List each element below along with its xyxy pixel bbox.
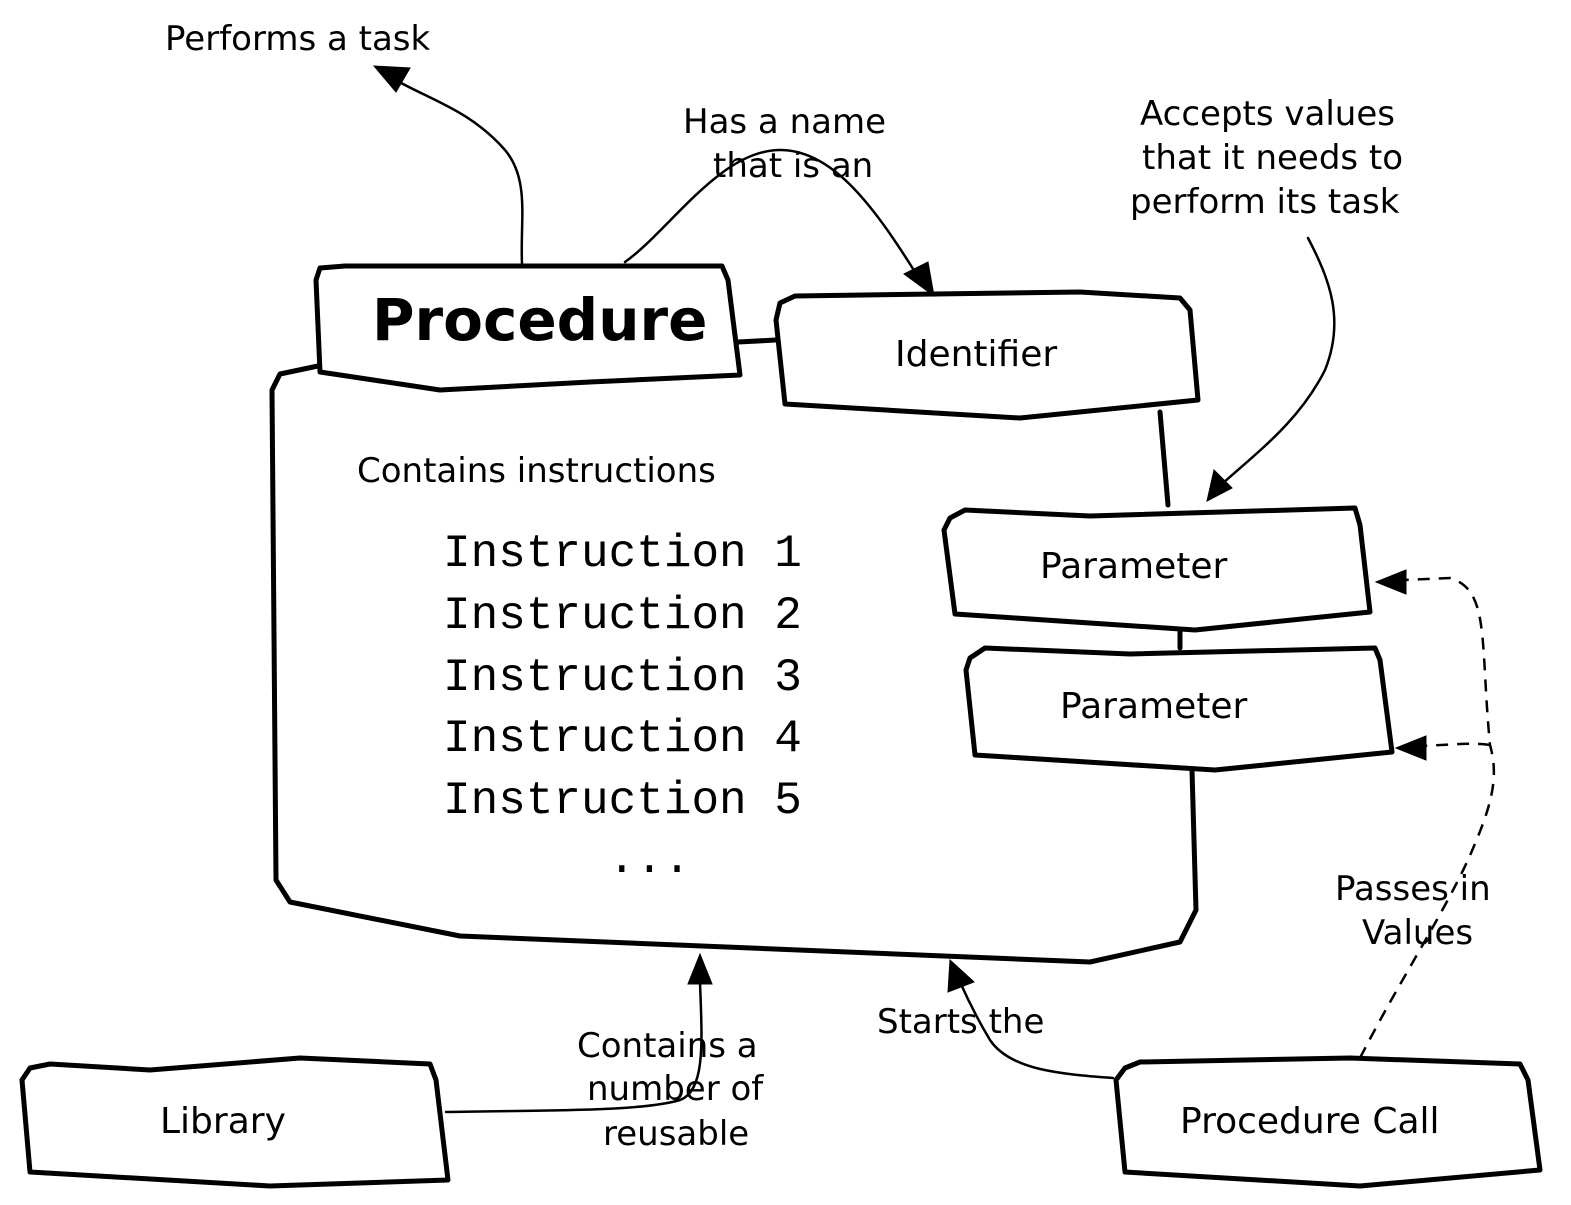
instruction-5: Instruction 5 bbox=[443, 775, 802, 827]
library-label: Library bbox=[160, 1101, 286, 1142]
passes-values-arrowhead-2 bbox=[1394, 735, 1427, 761]
parameter-2-label: Parameter bbox=[1060, 686, 1247, 727]
contains-reusable-arrowhead bbox=[687, 952, 713, 985]
accepts-values-label-3: perform its task bbox=[1130, 182, 1400, 222]
procedure-node: Procedure bbox=[313, 263, 743, 393]
accepts-values-arrow bbox=[1220, 236, 1336, 486]
passes-values-dashed-line bbox=[1358, 576, 1496, 1059]
parameter-node-2: Parameter bbox=[963, 645, 1395, 773]
contains-reusable-label-1: Contains a bbox=[577, 1026, 758, 1066]
contains-reusable-label-3: reusable bbox=[603, 1114, 749, 1154]
passes-values-arrowhead-1 bbox=[1374, 569, 1407, 595]
library-node: Library bbox=[19, 1055, 451, 1189]
procedure-call-node: Procedure Call bbox=[1113, 1055, 1543, 1189]
body-heading: Contains instructions bbox=[357, 451, 716, 491]
instruction-ellipsis: ... bbox=[608, 834, 691, 886]
performs-task-arrow bbox=[390, 76, 524, 266]
starts-arrow bbox=[958, 980, 1115, 1080]
instruction-3: Instruction 3 bbox=[443, 652, 802, 704]
has-name-arrowhead bbox=[903, 261, 935, 298]
accepts-values-label-2: that it needs to bbox=[1142, 138, 1403, 178]
performs-task-arrowhead bbox=[372, 65, 411, 93]
procedure-call-label: Procedure Call bbox=[1180, 1101, 1440, 1142]
procedure-body-box bbox=[269, 363, 1199, 965]
identifier-parameter-connector bbox=[1157, 409, 1171, 508]
procedure-label: Procedure bbox=[372, 286, 707, 354]
accepts-values-arrowhead bbox=[1206, 469, 1233, 502]
parameter-1-label: Parameter bbox=[1040, 546, 1227, 587]
contains-reusable-label-2: number of bbox=[587, 1069, 764, 1109]
starts-label: Starts the bbox=[877, 1002, 1044, 1042]
passes-values-label-1: Passes in bbox=[1335, 869, 1491, 909]
instruction-2: Instruction 2 bbox=[443, 590, 802, 642]
contains-reusable-arrow bbox=[444, 980, 703, 1114]
passes-values-label-2: Values bbox=[1362, 913, 1473, 953]
identifier-node: Identifier bbox=[773, 289, 1201, 421]
has-name-label-1: Has a name bbox=[683, 102, 886, 142]
has-name-arrow bbox=[623, 148, 917, 274]
passes-values-dashed-branch bbox=[1419, 742, 1491, 748]
parameter-node-1: Parameter bbox=[941, 505, 1373, 633]
instruction-1: Instruction 1 bbox=[443, 528, 802, 580]
procedure-identifier-connector bbox=[735, 337, 779, 345]
performs-task-label: Performs a task bbox=[165, 19, 431, 59]
instruction-4: Instruction 4 bbox=[443, 713, 802, 765]
identifier-label: Identifier bbox=[895, 334, 1057, 375]
starts-arrowhead bbox=[947, 958, 975, 993]
accepts-values-label-1: Accepts values bbox=[1140, 94, 1395, 134]
has-name-label-2: that is an bbox=[713, 146, 873, 186]
